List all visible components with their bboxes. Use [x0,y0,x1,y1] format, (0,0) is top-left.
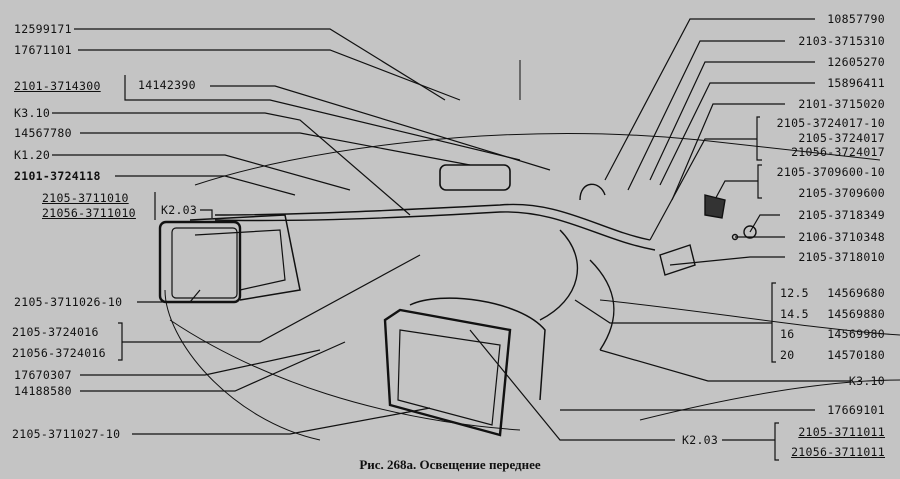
label-17671101: 17671101 [14,43,72,57]
label-17670307: 17670307 [14,368,72,382]
label-14188580: 14188580 [14,384,72,398]
label-10857790: 10857790 [827,12,885,26]
label-15896411: 15896411 [827,76,885,90]
label-12605270: 12605270 [827,55,885,69]
label-k3-10: K3.10 [14,106,51,120]
label-2105-3709600: 2105-3709600 [798,186,885,200]
fuse-rating: 14.5 [780,307,809,321]
left-headlight [158,214,301,304]
fuse-rating: 20 [780,348,795,362]
label-17669101: 17669101 [827,403,885,417]
label-2105-3718010: 2105-3718010 [798,250,885,264]
right-headlight [383,297,546,437]
leader-lines [52,18,850,461]
label-2101-3715020: 2101-3715020 [798,97,885,111]
label-k3-10-right: K3.10 [848,374,885,388]
label-2103-3715310: 2103-3715310 [798,34,885,48]
fuse-part: 14569980 [827,327,885,341]
label-12599171: 12599171 [14,22,72,36]
label-2106-3710348: 2106-3710348 [798,230,885,244]
label-2105-3724017-10: 2105-3724017-10 [776,116,885,130]
label-2105-3718349: 2105-3718349 [798,208,885,222]
label-14142390: 14142390 [138,78,196,92]
label-2105-3724016: 2105-3724016 [12,325,99,339]
label-2101-3714300: 2101-3714300 [14,79,101,93]
label-k2-03-right: K2.03 [682,433,719,447]
wiring-harness [214,164,757,351]
label-2105-3711026-10: 2105-3711026-10 [14,295,123,309]
fuse-rating: 12.5 [780,286,809,300]
label-2101-3724118: 2101-3724118 [14,169,101,183]
fuse-part: 14569680 [827,286,885,300]
fuse-part: 14570180 [827,348,885,362]
label-14567780: 14567780 [14,126,72,140]
label-k2-03-left: K2.03 [161,203,198,217]
label-2105-3711027-10: 2105-3711027-10 [12,427,121,441]
fuse-part: 14569880 [827,307,885,321]
label-2105-3711010: 2105-3711010 [42,191,129,205]
label-21056-3711010: 21056-3711010 [42,206,136,220]
fuse-rating: 16 [780,327,795,341]
label-2105-3711011: 2105-3711011 [798,425,885,439]
label-2105-3709600-10: 2105-3709600-10 [776,165,885,179]
label-21056-3724016: 21056-3724016 [12,346,106,360]
figure-caption: Рис. 268а. Освещение переднее [359,457,541,472]
label-2105-3724017: 2105-3724017 [798,131,885,145]
label-21056-3711011: 21056-3711011 [791,445,885,459]
label-21056-3724017: 21056-3724017 [791,145,885,159]
label-k1-20: K1.20 [14,148,51,162]
